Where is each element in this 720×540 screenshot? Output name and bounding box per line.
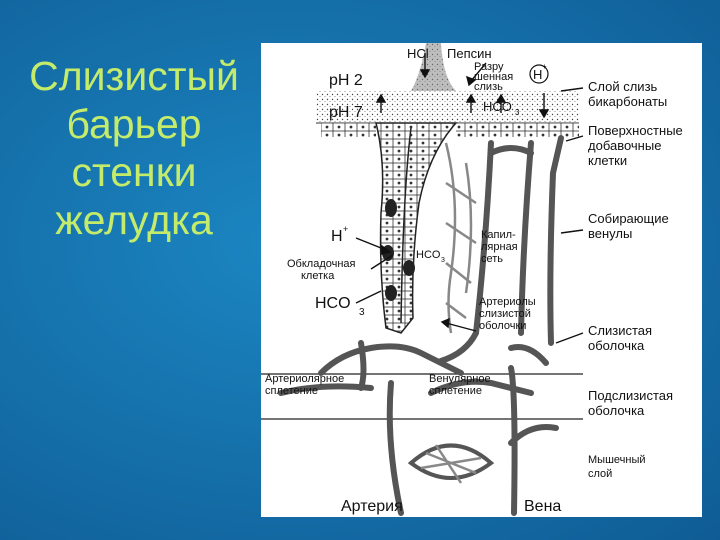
label-mucus-layer: Слой слизь — [588, 79, 658, 94]
label-ph2: pH 2 — [329, 72, 363, 89]
label-mucus-layer: бикарбонаты — [588, 94, 667, 109]
label-pepsin: Пепсин — [447, 46, 492, 61]
label-submucosa: оболочка — [588, 403, 645, 418]
label-parietal-cell: клетка — [301, 270, 335, 282]
label-mucosa: оболочка — [588, 338, 645, 353]
label-venular-plexus: Венулярное — [429, 373, 491, 385]
svg-text:+: + — [343, 224, 348, 234]
label-muscle-layer: Мышечный — [588, 454, 646, 466]
label-mucosa: Слизистая — [588, 323, 652, 338]
label-collecting-venules: Собирающие — [588, 211, 669, 226]
label-h-plus-top: H — [533, 67, 542, 82]
label-hco3-low: HCO — [315, 295, 351, 312]
title-line: стенки — [18, 148, 250, 196]
label-submucosa: Подслизистая — [588, 388, 673, 403]
label-hcl: HCl — [407, 46, 429, 61]
label-capillary-net: Капил- — [481, 229, 516, 241]
label-capillary-net: лярная — [481, 241, 518, 253]
capillaries — [421, 143, 481, 483]
gastric-gland — [376, 123, 456, 333]
title-line: Слизистый — [18, 52, 250, 100]
mucosal-barrier-diagram: HCl Пепсин Разру шенная слизь H + pH 2 p… — [261, 43, 702, 517]
label-capillary-net: сеть — [481, 253, 503, 265]
title-line: барьер — [18, 100, 250, 148]
label-hco3-mid: HCO — [416, 249, 441, 261]
label-surface-cells: добавочные — [588, 138, 661, 153]
label-mucosal-arterioles: слизистой — [479, 308, 531, 320]
label-muscle-layer: слой — [588, 468, 612, 480]
label-venular-plexus: сплетение — [429, 385, 482, 397]
label-surface-cells: Поверхностные — [588, 123, 683, 138]
label-arteriolar-plexus: Артериолярное — [265, 373, 344, 385]
svg-text:3: 3 — [515, 108, 520, 117]
slide-title: Слизистый барьер стенки желудка — [18, 52, 250, 244]
label-h-plus-mid: H — [331, 228, 343, 245]
title-line: желудка — [18, 196, 250, 244]
label-hco3-top: HCO — [483, 99, 512, 114]
diagram-svg: HCl Пепсин Разру шенная слизь H + pH 2 p… — [261, 43, 702, 517]
label-mucosal-arterioles: Артериолы — [479, 296, 536, 308]
label-vein: Вена — [524, 498, 561, 515]
label-arteriolar-plexus: сплетение — [265, 385, 318, 397]
label-digested-mucus: слизь — [474, 81, 503, 93]
svg-text:3: 3 — [359, 307, 365, 318]
svg-text:+: + — [542, 62, 547, 71]
label-surface-cells: клетки — [588, 153, 627, 168]
svg-text:3: 3 — [441, 257, 445, 264]
label-collecting-venules: венулы — [588, 226, 632, 241]
label-ph7: pH 7 — [329, 104, 363, 121]
label-mucosal-arterioles: оболочки — [479, 320, 526, 332]
label-parietal-cell: Обкладочная — [287, 258, 356, 270]
label-artery: Артерия — [341, 498, 403, 515]
